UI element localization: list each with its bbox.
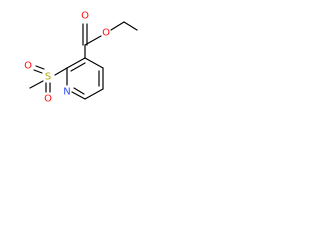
atom-o-ester-label: O [102,28,110,39]
atom-o-sulfonyl-left: O [24,61,32,72]
bond-s-o-left-a [35,65,45,70]
ring-bond-c3-c4 [84,57,104,69]
atom-o-sulfonyl-left-label: O [24,61,32,72]
bond-s-methyl [29,80,44,89]
ring-bond-c2-c3-inner [70,62,86,72]
chemical-structure-diagram: O O N S O O [24,11,138,105]
bond-o-ester-carbonyl-c [84,35,102,46]
bond-c2-s [54,67,68,76]
ring-bond-c5-c6 [84,88,104,100]
atom-o-carbonyl-label: O [81,11,89,22]
ring-bond-c6-n [71,91,86,100]
atom-o-ester: O [102,28,110,39]
bond-ch3-ch2 [123,21,138,31]
atom-n-ring-label: N [63,87,70,98]
atom-s-sulfonyl: S [45,72,51,83]
atom-o-sulfonyl-bottom-label: O [44,94,52,105]
bond-s-o-left-b [33,69,43,74]
atom-o-carbonyl: O [81,11,89,22]
bond-ch2-o-ester [110,21,125,31]
atom-o-sulfonyl-bottom: O [44,94,52,105]
atom-n-ring: N [63,87,70,98]
ring-bond-c2-c3 [66,57,86,69]
ring-bond-c6-n-inner [73,87,85,95]
atom-s-sulfonyl-label: S [45,72,51,83]
